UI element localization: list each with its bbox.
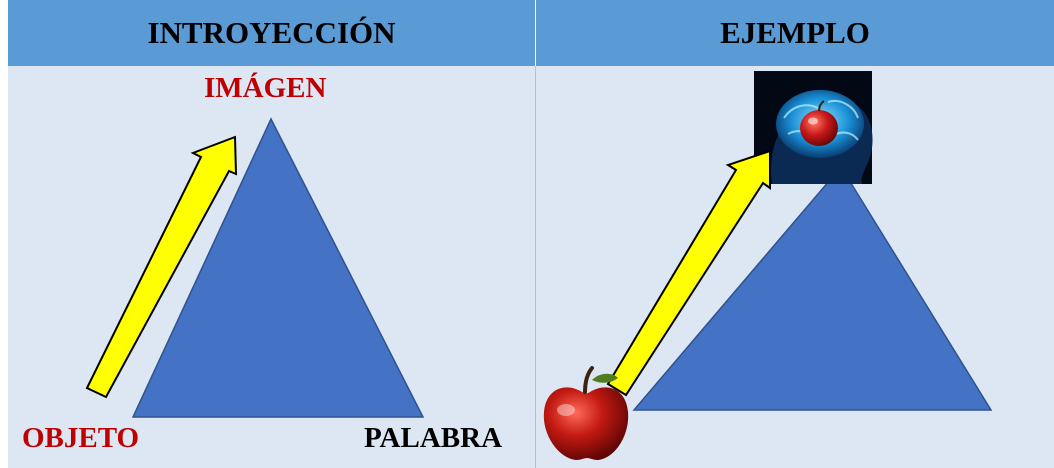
introjection-diagram-cell: IMÁGEN OBJETO PALABRA — [8, 66, 536, 468]
introjection-diagram — [85, 117, 425, 418]
triangle-shape — [131, 117, 425, 418]
header-ejemplo: EJEMPLO — [536, 0, 1054, 66]
upward-arrow — [606, 149, 771, 397]
brain-head-icon — [754, 71, 873, 184]
example-diagram — [543, 71, 993, 460]
example-diagram-cell — [536, 66, 1054, 468]
label-palabra: PALABRA — [364, 422, 503, 454]
label-objeto: OBJETO — [22, 422, 140, 454]
upward-arrow — [85, 135, 238, 399]
apple-icon — [543, 366, 629, 460]
label-imagen: IMÁGEN — [204, 72, 327, 104]
introjection-table: INTROYECCIÓN EJEMPLO IMÁGEN OBJETO PALAB… — [8, 0, 1054, 468]
header-introyeccion: INTROYECCIÓN — [8, 0, 536, 66]
triangle-shape — [632, 165, 993, 411]
